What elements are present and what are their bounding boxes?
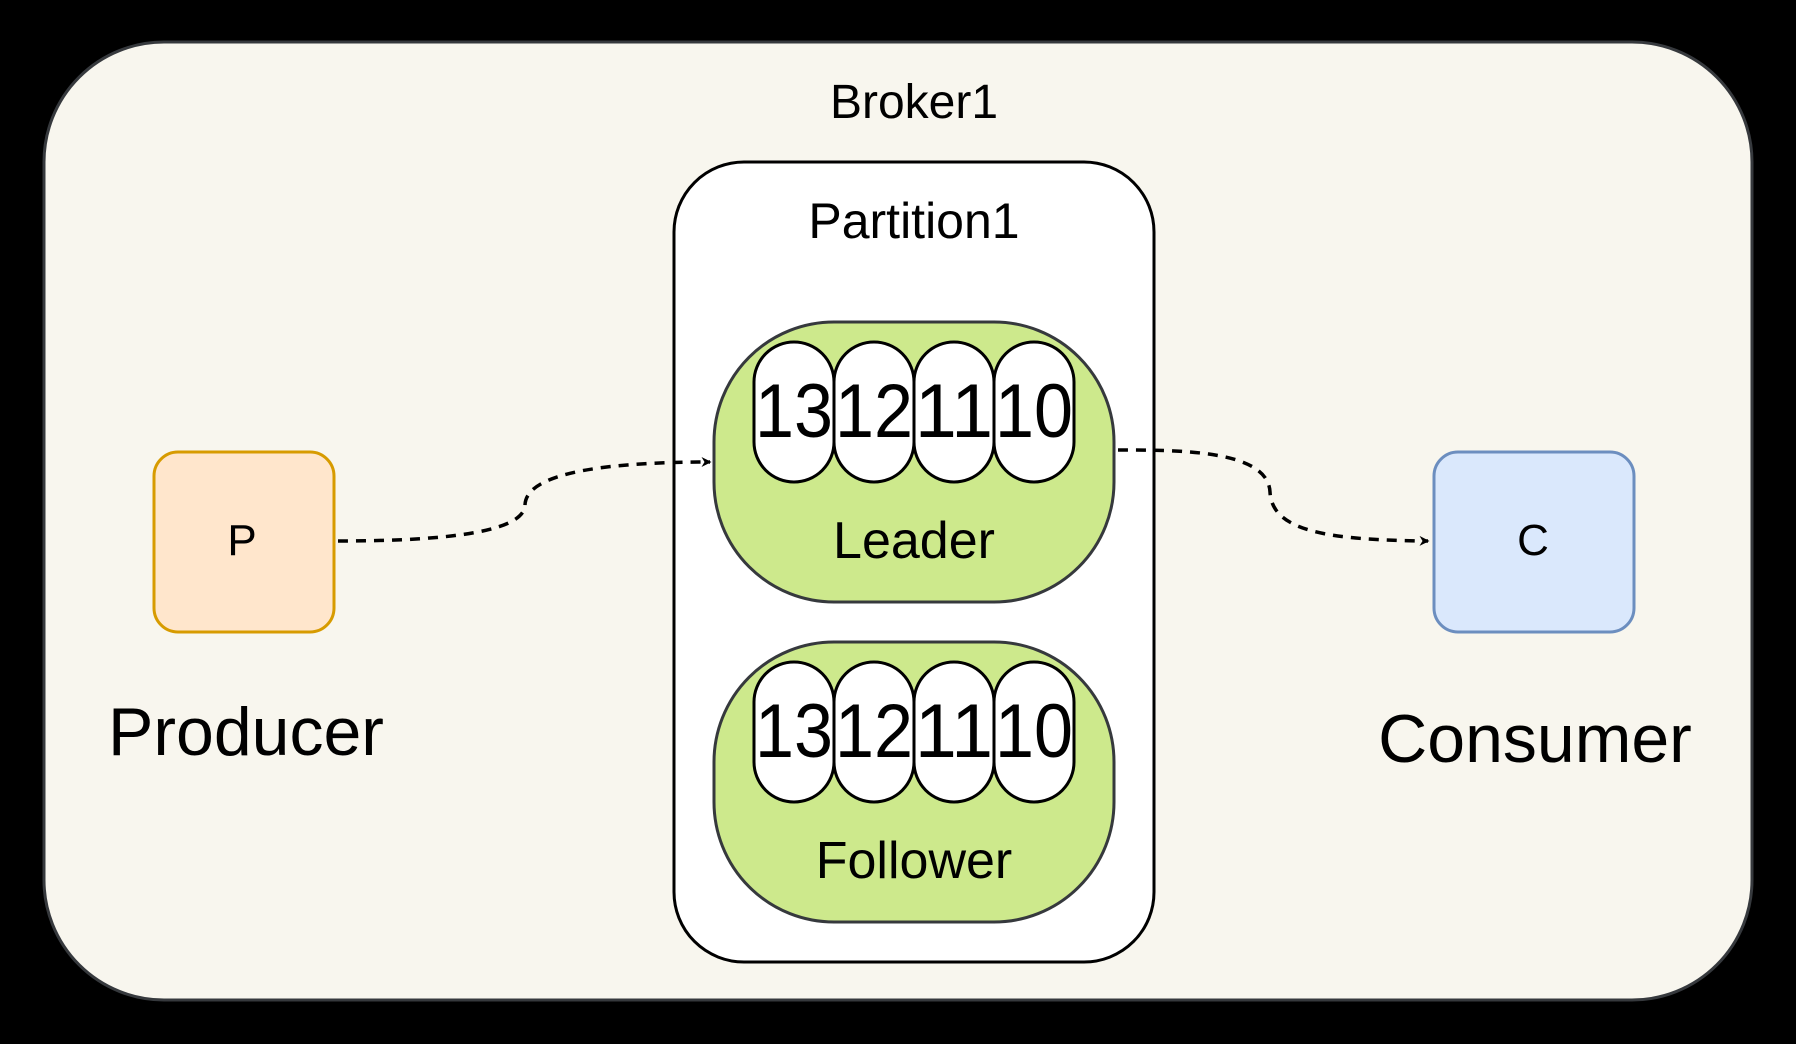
follower-label: Follower xyxy=(816,832,1013,890)
message-offset: 13 xyxy=(755,689,833,774)
message-offset: 11 xyxy=(915,689,993,774)
follower-replica: 13 12 11 10 Follower xyxy=(712,640,1116,924)
message-slot xyxy=(992,340,1076,484)
producer-box xyxy=(152,450,336,634)
producer-box-label: P xyxy=(227,516,256,565)
leader-label: Leader xyxy=(833,512,995,570)
message-offset: 12 xyxy=(835,369,913,454)
consumer-caption: Consumer xyxy=(1378,701,1692,777)
message-slot xyxy=(992,660,1076,804)
leader-replica: 13 12 11 10 Leader xyxy=(712,320,1116,604)
producer-node: P xyxy=(152,450,336,634)
message-offset: 10 xyxy=(995,369,1073,454)
partition-label: Partition1 xyxy=(808,193,1019,249)
consumer-node: C xyxy=(1432,450,1636,634)
message-offset: 11 xyxy=(915,369,993,454)
message-offset: 13 xyxy=(755,369,833,454)
producer-to-leader-arrow xyxy=(337,457,712,543)
producer-caption: Producer xyxy=(108,694,384,770)
broker-label: Broker1 xyxy=(830,76,998,129)
consumer-box-label: C xyxy=(1517,516,1549,565)
message-offset: 10 xyxy=(995,689,1073,774)
consumer-box xyxy=(1432,450,1636,634)
leader-to-consumer-arrow xyxy=(1117,448,1430,546)
message-offset: 12 xyxy=(835,689,913,774)
